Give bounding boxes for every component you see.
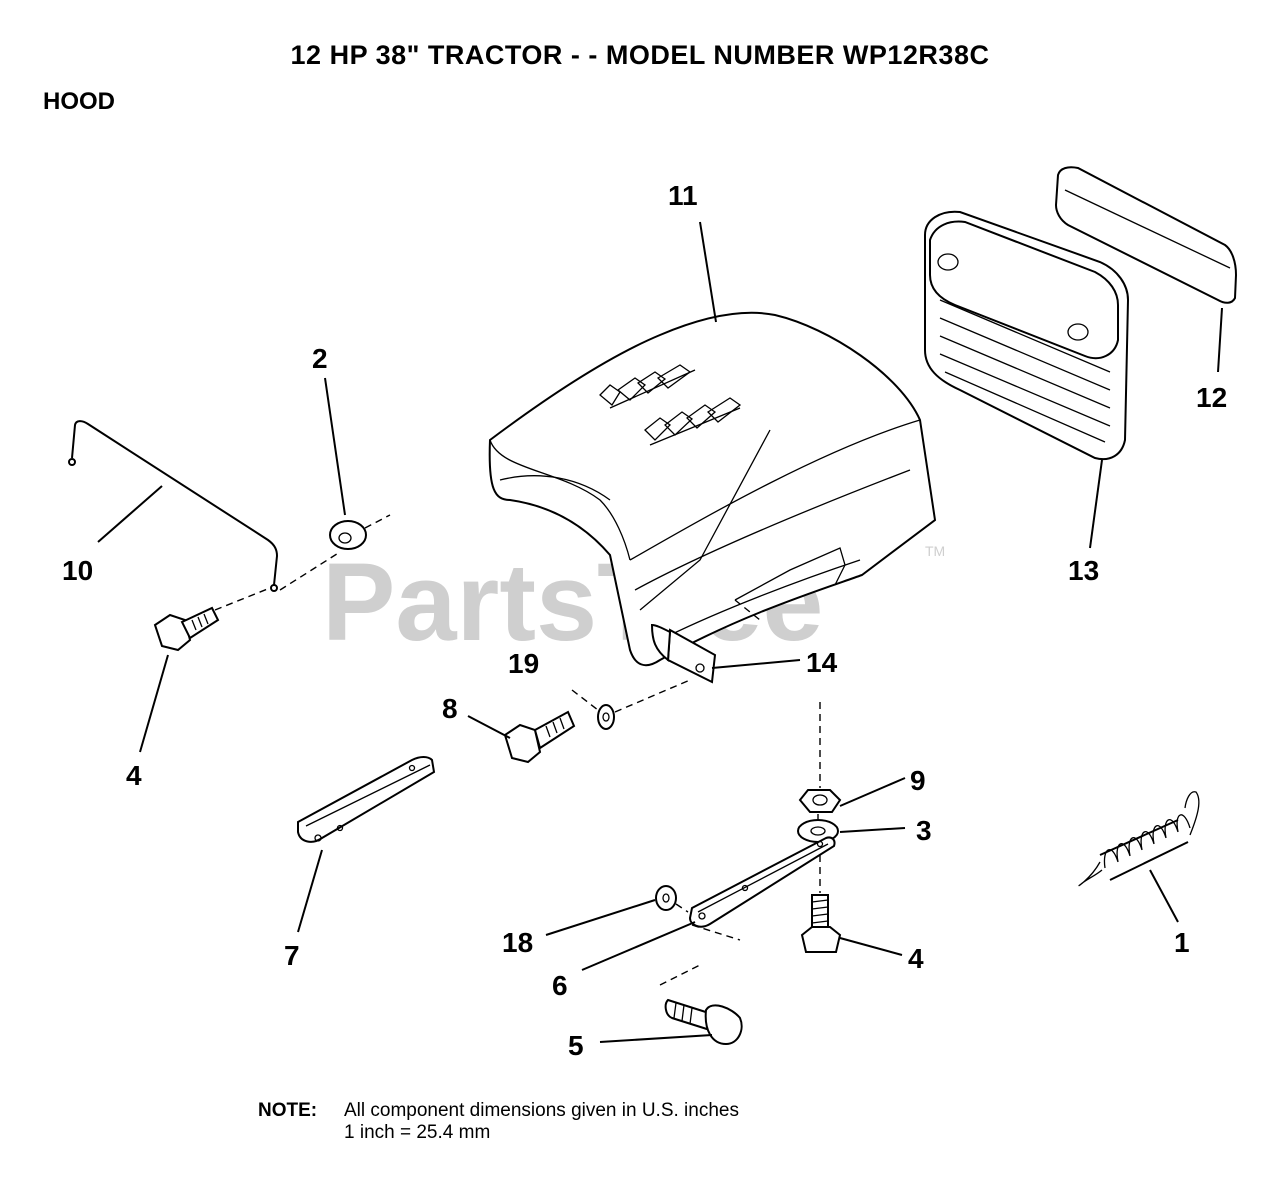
part-bolt-right[interactable] <box>800 894 842 953</box>
page-title: 12 HP 38" TRACTOR - - MODEL NUMBER WP12R… <box>290 40 990 70</box>
part-spring[interactable] <box>1078 791 1200 887</box>
part-nut[interactable] <box>798 789 842 813</box>
part-grille-insert[interactable] <box>1054 166 1238 304</box>
part-bracket-clip[interactable] <box>650 623 717 684</box>
callout-10: 10 <box>62 555 93 586</box>
callout-4-left: 4 <box>126 760 142 791</box>
note-line-2: 1 inch = 25.4 mm <box>344 1122 491 1143</box>
callout-2: 2 <box>312 343 328 374</box>
part-strap-bracket[interactable] <box>688 836 836 928</box>
part-shoulder-bolt[interactable] <box>664 998 743 1046</box>
callout-6: 6 <box>552 970 568 1001</box>
callout-14: 14 <box>806 647 838 678</box>
callout-13: 13 <box>1068 555 1099 586</box>
part-grille[interactable] <box>924 210 1130 460</box>
part-hinge-bracket[interactable] <box>297 756 436 843</box>
callout-12: 12 <box>1196 382 1227 413</box>
callout-11: 11 <box>668 180 698 211</box>
note-line-1: All component dimensions given in U.S. i… <box>344 1100 739 1121</box>
callout-19: 19 <box>508 648 539 679</box>
part-bolt-left[interactable] <box>153 606 220 652</box>
part-small-washer[interactable] <box>655 885 677 911</box>
callout-5: 5 <box>568 1030 584 1061</box>
callout-18: 18 <box>502 927 533 958</box>
part-star-washer[interactable] <box>597 704 615 730</box>
part-spacer[interactable] <box>329 520 367 550</box>
note: NOTE: All component dimensions given in U… <box>258 1100 739 1144</box>
callout-7: 7 <box>284 940 300 971</box>
callout-8: 8 <box>442 693 458 724</box>
note-label: NOTE: <box>258 1100 318 1121</box>
part-hood[interactable] <box>488 311 937 667</box>
callout-4-right: 4 <box>908 943 924 974</box>
callout-1: 1 <box>1174 927 1190 958</box>
callout-3: 3 <box>916 815 932 846</box>
part-hood-rod[interactable] <box>68 420 279 592</box>
part-bolt-8[interactable] <box>503 710 576 764</box>
watermark-trademark: TM <box>925 543 945 559</box>
callout-9: 9 <box>910 765 926 796</box>
section-title: HOOD <box>43 88 115 115</box>
